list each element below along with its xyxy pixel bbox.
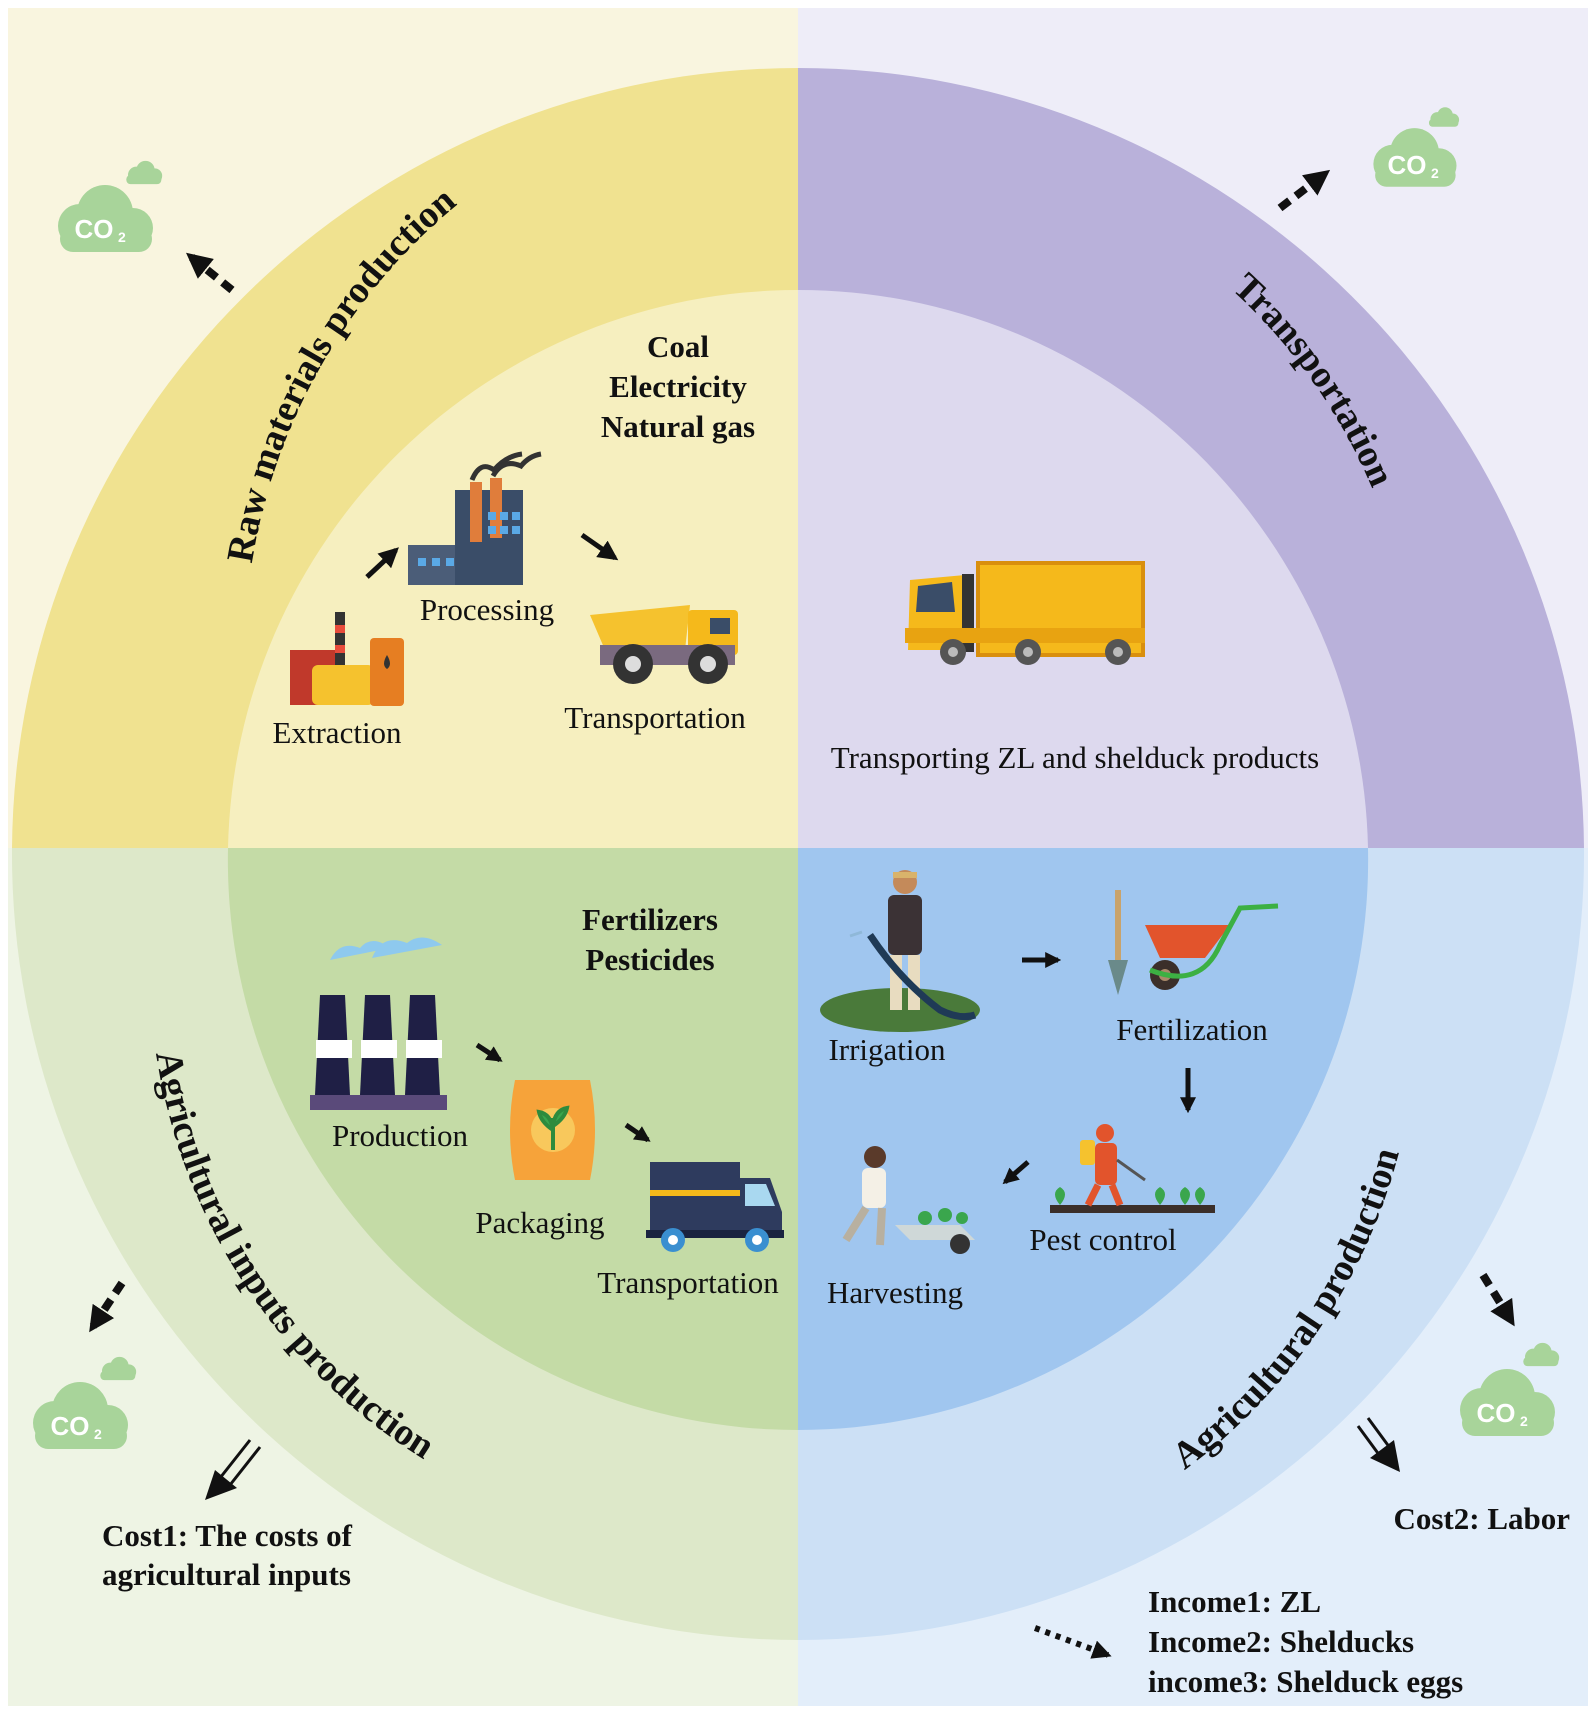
arrow-processing-transport	[580, 532, 619, 561]
step-production: Production	[332, 1118, 469, 1153]
step-harvesting: Harvesting	[827, 1275, 963, 1310]
fertilizer-bag-icon	[510, 1080, 595, 1180]
transport-description: Transporting ZL and shelduck products	[831, 740, 1319, 775]
step-extraction: Extraction	[272, 715, 402, 750]
cost2: Cost2: Labor	[1393, 1501, 1570, 1536]
step-fertilization: Fertilization	[1116, 1012, 1268, 1047]
oil-rig-icon	[290, 612, 404, 706]
co2-cloud-bottom-left: CO 2	[33, 1356, 137, 1449]
step-processing: Processing	[420, 592, 554, 627]
harvesting-icon	[842, 1146, 975, 1254]
svg-text:CO: CO	[51, 1411, 90, 1441]
arrow-packaging-transport	[624, 1122, 651, 1143]
cost1-line2: agricultural inputs	[102, 1557, 351, 1592]
delivery-van-icon	[646, 1162, 784, 1252]
wheelbarrow-icon	[1108, 890, 1279, 995]
svg-text:2: 2	[1520, 1413, 1528, 1429]
svg-text:CO: CO	[1388, 150, 1427, 180]
step-packaging: Packaging	[475, 1205, 604, 1240]
co2-cloud-top-right: CO 2	[1373, 107, 1460, 187]
income2: Income2: Shelducks	[1148, 1624, 1414, 1659]
emission-arrow-top-left	[186, 252, 235, 294]
material-electricity: Electricity	[609, 369, 747, 404]
emission-arrow-top-right	[1277, 169, 1331, 212]
material-fertilizers: Fertilizers	[582, 902, 718, 937]
factory-icon	[408, 451, 542, 585]
smokestacks-icon	[310, 937, 447, 1110]
co2-cloud-bottom-right: CO 2	[1460, 1342, 1560, 1436]
income1: Income1: ZL	[1148, 1584, 1321, 1619]
material-natural-gas: Natural gas	[601, 409, 755, 444]
material-pesticides: Pesticides	[585, 942, 714, 977]
income3: income3: Shelduck eggs	[1148, 1664, 1463, 1699]
irrigation-icon	[820, 870, 980, 1032]
arrow-extraction-processing	[365, 547, 399, 579]
svg-text:2: 2	[1431, 165, 1439, 181]
step-transportation-inputs: Transportation	[597, 1265, 779, 1300]
cost1-line1: Cost1: The costs of	[102, 1518, 353, 1553]
cost-arrow-right	[1356, 1417, 1400, 1472]
material-coal: Coal	[647, 329, 709, 364]
svg-text:CO: CO	[1477, 1398, 1516, 1428]
svg-text:2: 2	[94, 1426, 102, 1442]
svg-text:2: 2	[118, 229, 126, 245]
dump-truck-icon	[590, 605, 738, 684]
emission-arrow-bottom-right	[1479, 1272, 1516, 1327]
emission-arrow-bottom-left	[88, 1280, 126, 1333]
svg-text:CO: CO	[75, 214, 114, 244]
cost-arrow-left	[205, 1439, 262, 1500]
step-irrigation: Irrigation	[828, 1032, 946, 1067]
arrow-production-packaging	[475, 1042, 503, 1063]
pest-control-icon	[1050, 1124, 1215, 1213]
truck-icon	[905, 561, 1145, 665]
income-arrow	[1033, 1625, 1112, 1659]
co2-cloud-top-left: CO 2	[58, 160, 163, 252]
step-pest-control: Pest control	[1029, 1222, 1176, 1257]
step-transportation-raw: Transportation	[564, 700, 746, 735]
arrow-pest-harvest	[1002, 1160, 1030, 1185]
